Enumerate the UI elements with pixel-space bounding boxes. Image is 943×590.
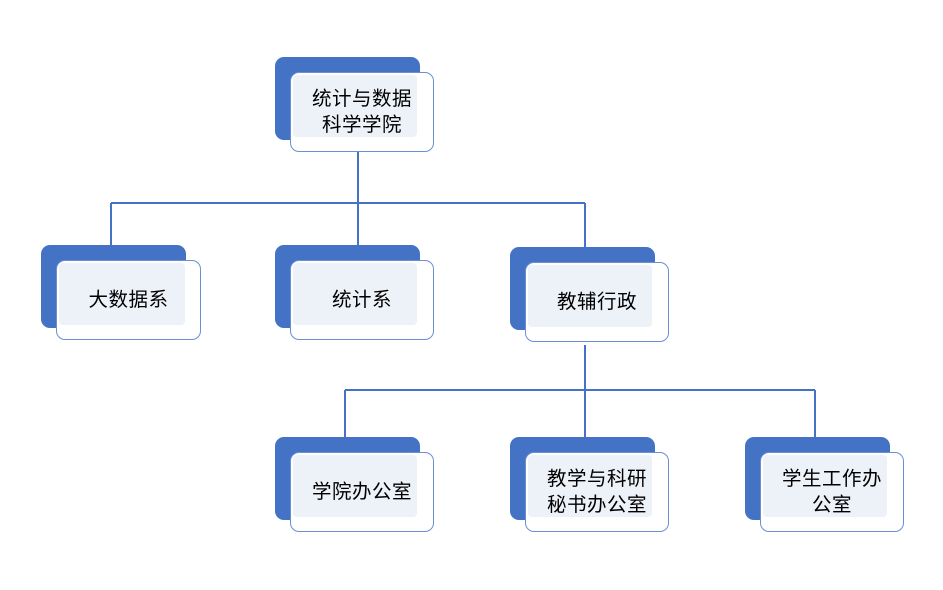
org-node-label-teaching-research-office: 教学与科研 秘书办公室 (546, 467, 647, 516)
org-node-label-statistics: 统计系 (331, 288, 392, 311)
org-node-label-bigdata: 大数据系 (88, 288, 169, 311)
org-node-label-college-office: 学院办公室 (311, 480, 412, 503)
node-inner-fill (59, 263, 185, 325)
org-node-label-root: 统计与数据 科学学院 (311, 87, 412, 136)
node-inner-fill (293, 263, 417, 325)
node-inner-fill (293, 455, 417, 517)
node-inner-fill (528, 455, 652, 517)
node-inner-fill (293, 75, 417, 137)
org-node-label-admin: 教辅行政 (556, 290, 637, 313)
node-inner-fill (763, 455, 887, 517)
org-node-label-student-affairs-office: 学生工作办 公室 (781, 467, 882, 516)
node-inner-fill (528, 265, 652, 327)
